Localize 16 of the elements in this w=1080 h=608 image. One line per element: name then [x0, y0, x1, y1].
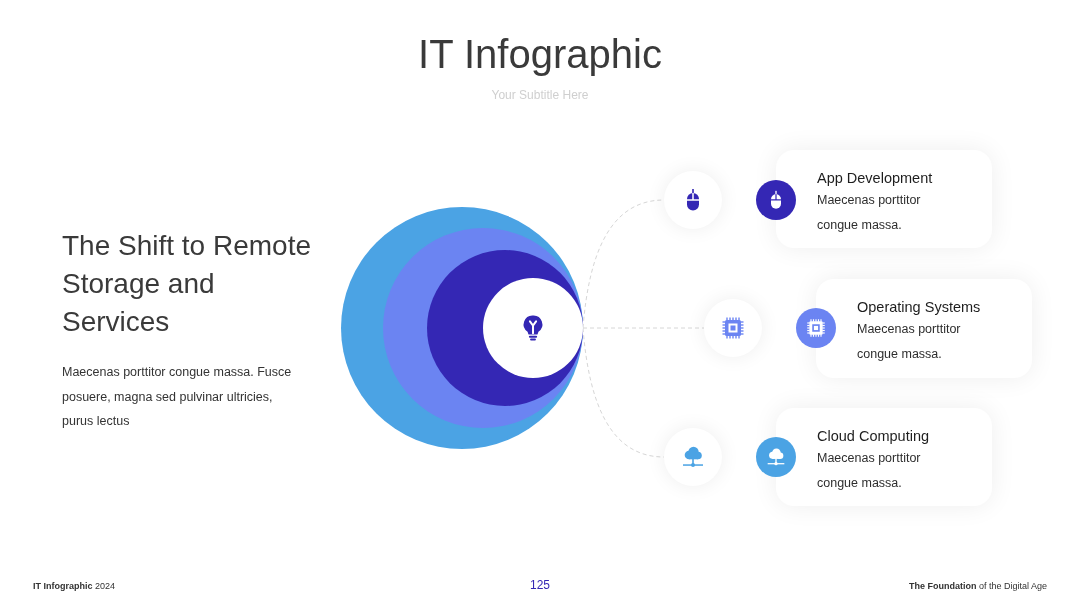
card-text: Maecenas porttitor congue massa.	[857, 321, 962, 363]
paragraph: Maecenas porttitor congue massa. Fusce posuere, magna sed pulvinar ultricies, purus lectus	[62, 364, 293, 430]
card-heading: App Development	[817, 169, 933, 188]
footer-text: IT Infographic 2024	[33, 580, 116, 592]
section-heading: The Shift to Remote Storage and Services	[62, 229, 312, 339]
info-card	[776, 150, 992, 248]
card-text: Maecenas porttitor congue massa.	[817, 192, 922, 234]
dashed-connector	[582, 327, 665, 458]
card-heading: Cloud Computing	[817, 427, 930, 446]
card-text: Maecenas porttitor congue massa.	[817, 450, 922, 492]
card-heading: Operating Systems	[857, 298, 981, 317]
info-card	[776, 408, 992, 506]
title: IT Infographic	[418, 31, 662, 78]
page-number: 125	[530, 578, 550, 593]
footer-text: The Foundation of the Digital Age	[908, 580, 1047, 592]
info-card	[816, 279, 1032, 378]
